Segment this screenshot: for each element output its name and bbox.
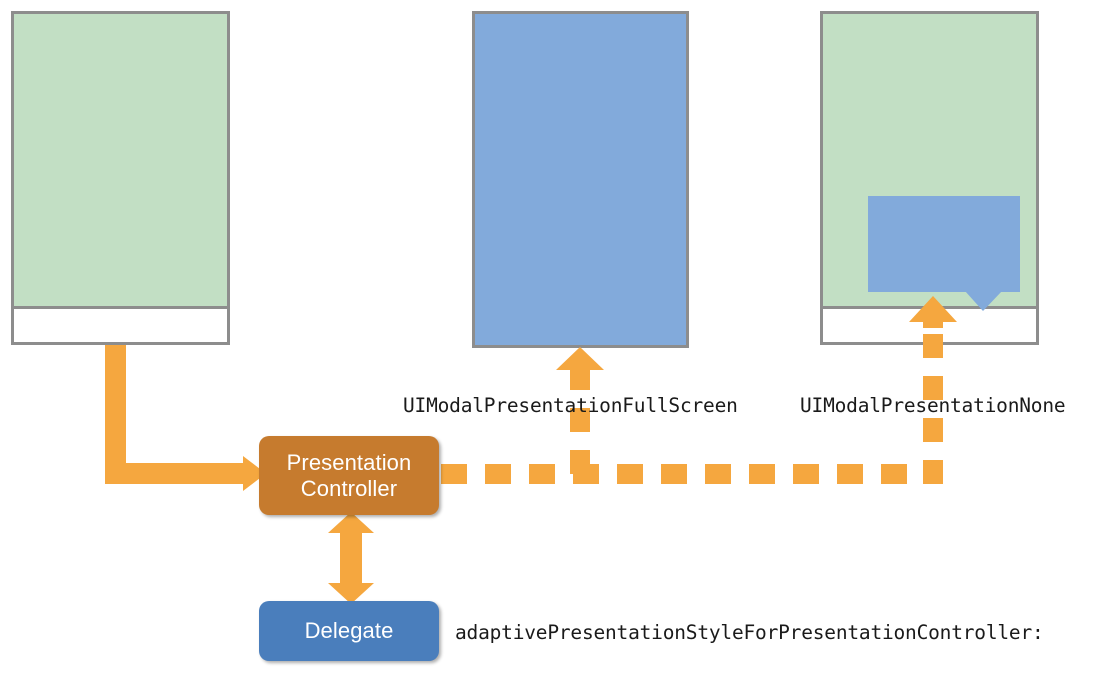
none-style-label: UIModalPresentationNone xyxy=(800,394,1066,417)
connector-controller-delegate xyxy=(328,512,374,604)
popover-screen-divider xyxy=(823,306,1036,309)
presentation-controller-label-line2: Controller xyxy=(300,475,398,501)
delegate-node[interactable]: Delegate xyxy=(259,601,439,661)
popover-device-screen xyxy=(820,11,1039,345)
presentation-controller-label: Presentation Controller xyxy=(287,450,412,502)
source-screen-content xyxy=(14,14,227,306)
source-device-screen xyxy=(11,11,230,345)
source-screen-divider xyxy=(14,306,227,309)
popover-body xyxy=(868,196,1020,292)
delegate-method-label: adaptivePresentationStyleForPresentation… xyxy=(455,621,1044,644)
delegate-label: Delegate xyxy=(304,618,394,644)
presentation-controller-node[interactable]: Presentation Controller xyxy=(259,436,439,515)
fullscreen-device-screen xyxy=(472,11,689,348)
presentation-controller-label-line1: Presentation xyxy=(286,449,412,475)
connector-source-to-controller xyxy=(105,345,266,491)
fullscreen-style-label: UIModalPresentationFullScreen xyxy=(403,394,738,417)
